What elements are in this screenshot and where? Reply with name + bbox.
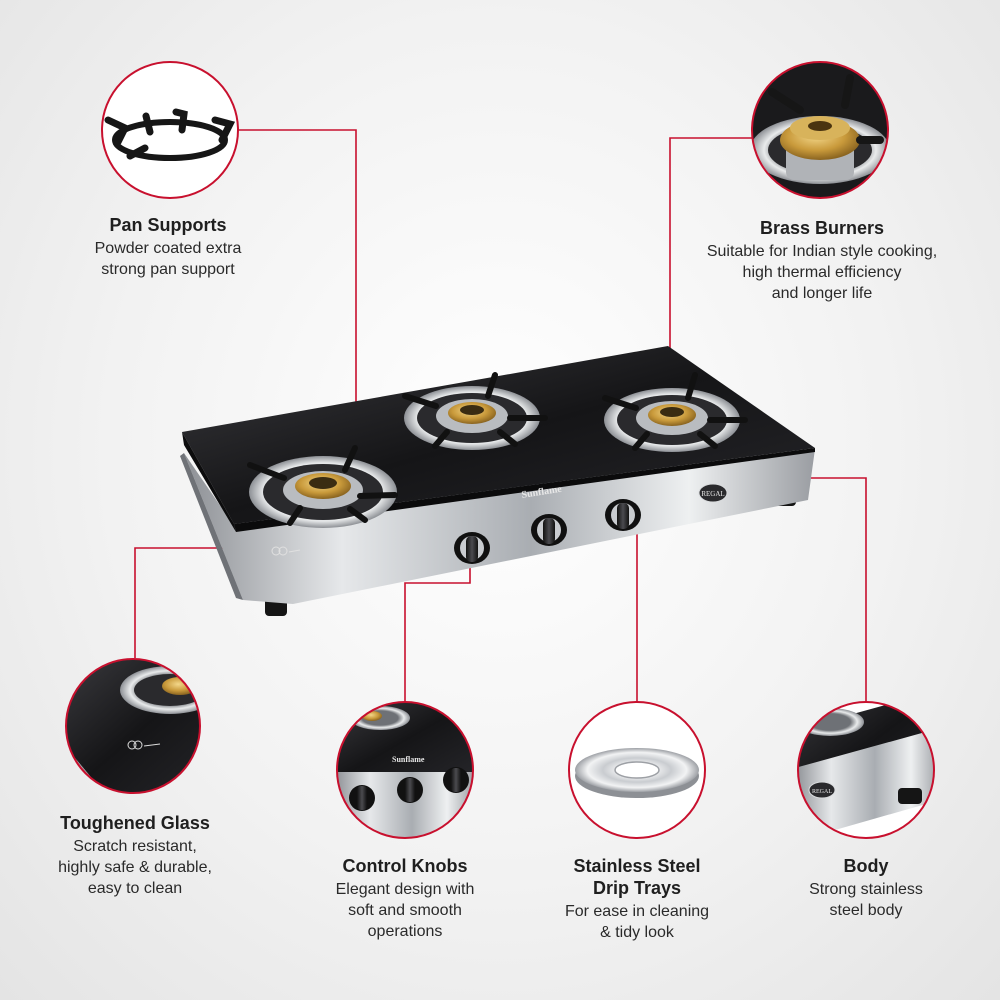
leader-line-pan-supports — [238, 129, 357, 455]
feature-description: Powder coated extra strong pan support — [94, 240, 242, 278]
model-badge — [698, 483, 728, 503]
feature-description: Strong stainless steel body — [809, 881, 923, 919]
burner-middle — [402, 372, 548, 450]
steel-body — [184, 449, 815, 604]
control-knob — [531, 514, 567, 546]
leader-line-body — [770, 477, 867, 702]
feature-title: Brass Burners — [759, 218, 885, 238]
feature-title: Stainless Steel Drip Trays — [573, 856, 701, 898]
feature-body: Body Strong stainless steel body — [766, 855, 966, 921]
feature-title: Control Knobs — [342, 856, 468, 876]
control-knobs-icon: Sunflame — [336, 701, 474, 839]
feature-description: Elegant design with soft and smooth oper… — [335, 881, 475, 940]
body-inset-model: REGAL — [812, 789, 832, 795]
glass-mark-icon — [271, 546, 301, 556]
body-icon: REGAL — [797, 701, 935, 839]
feature-description: Suitable for Indian style cooking, high … — [706, 243, 938, 302]
feature-brass-burners: Brass Burners Suitable for Indian style … — [677, 217, 967, 304]
drip-tray-icon — [568, 701, 706, 839]
feature-title: Pan Supports — [109, 215, 227, 235]
knobs-inset-brand: Sunflame — [392, 755, 425, 764]
toughened-glass-icon — [65, 658, 201, 794]
pan-support-icon — [101, 61, 239, 199]
control-knob — [605, 499, 641, 531]
feature-description: Scratch resistant, highly safe & durable… — [58, 838, 212, 897]
brass-burner-icon — [751, 61, 889, 199]
feature-control-knobs: Control Knobs Elegant design with soft a… — [295, 855, 515, 942]
feature-pan-supports: Pan Supports Powder coated extra strong … — [58, 214, 278, 280]
control-knob — [454, 532, 490, 564]
feature-title: Body — [843, 856, 889, 876]
gas-stove-product: Sunflame REGAL — [180, 346, 815, 616]
feature-title: Toughened Glass — [60, 813, 210, 833]
burner-right — [602, 372, 748, 452]
model-badge-text: REGAL — [701, 490, 724, 498]
feature-drip-trays: Stainless Steel Drip Trays For ease in c… — [527, 855, 747, 943]
burner-left — [247, 445, 398, 528]
feature-description: For ease in cleaning & tidy look — [564, 903, 710, 941]
feature-toughened-glass: Toughened Glass Scratch resistant, highl… — [20, 812, 250, 899]
leader-line-brass-burners — [669, 137, 752, 420]
